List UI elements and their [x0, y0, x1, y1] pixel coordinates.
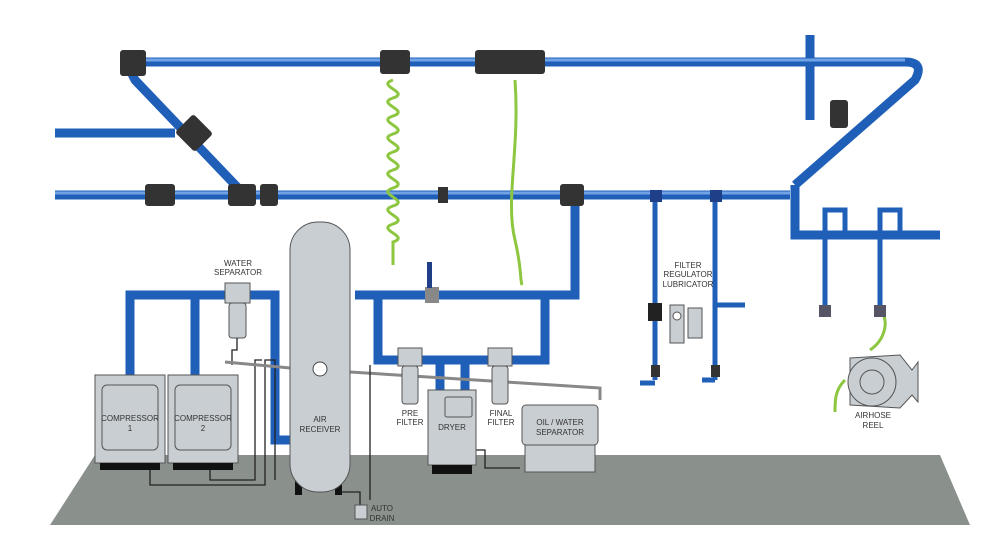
- compressor-1-label-2: 1: [128, 424, 133, 433]
- water-separator-label-2: SEPARATOR: [214, 268, 262, 277]
- dryer: DRYER: [427, 389, 477, 474]
- compressor-1: COMPRESSOR 1: [94, 374, 166, 470]
- dryer-label: DRYER: [438, 423, 466, 432]
- airhose-reel: AIRHOSE REEL: [847, 354, 919, 430]
- ball-valve-icon: [145, 184, 175, 206]
- air-outlet-icon: [819, 305, 831, 317]
- air-receiver-label-2: RECEIVER: [300, 425, 341, 434]
- pre-filter: PRE FILTER: [397, 347, 424, 427]
- compressor-2: COMPRESSOR 2: [167, 374, 239, 470]
- auto-drain: AUTO DRAIN: [340, 491, 395, 523]
- final-filter: FINAL FILTER: [487, 347, 515, 427]
- final-filter-label-1: FINAL: [490, 409, 513, 418]
- oil-water-separator-label-1: OIL / WATER: [536, 418, 583, 427]
- air-receiver-label-1: AIR: [313, 415, 327, 424]
- floor: [50, 455, 970, 525]
- condensate-drain-lines: [149, 359, 276, 486]
- straight-air-hose: [510, 79, 524, 286]
- air-receiver: AIR RECEIVER: [289, 221, 351, 495]
- auto-drain-label-2: DRAIN: [370, 514, 395, 523]
- pipe-fittings: [120, 50, 848, 303]
- pre-filter-label-2: FILTER: [397, 418, 424, 427]
- oil-water-separator-label-2: SEPARATOR: [536, 428, 584, 437]
- pre-filter-label-1: PRE: [402, 409, 418, 418]
- frl-label-2: REGULATOR: [663, 270, 712, 279]
- compressor-1-label-1: COMPRESSOR: [101, 414, 159, 423]
- frl-label-3: LUBRICATOR: [663, 280, 714, 289]
- compressor-2-label-1: COMPRESSOR: [174, 414, 232, 423]
- frl-label-1: FILTER: [675, 261, 702, 270]
- auto-drain-label-1: AUTO: [371, 504, 393, 513]
- airhose-reel-label-1: AIRHOSE: [855, 411, 891, 420]
- coiled-air-hose: [386, 78, 400, 265]
- water-separator: WATER SEPARATOR: [214, 259, 262, 365]
- compressor-2-label-2: 2: [201, 424, 206, 433]
- airhose-reel-label-2: REEL: [863, 421, 884, 430]
- oil-water-separator: OIL / WATER SEPARATOR: [521, 404, 599, 473]
- water-separator-label-1: WATER: [224, 259, 252, 268]
- final-filter-label-2: FILTER: [488, 418, 515, 427]
- filter-regulator-lubricator: FILTER REGULATOR LUBRICATOR: [648, 261, 714, 344]
- pipe-network: [55, 35, 940, 445]
